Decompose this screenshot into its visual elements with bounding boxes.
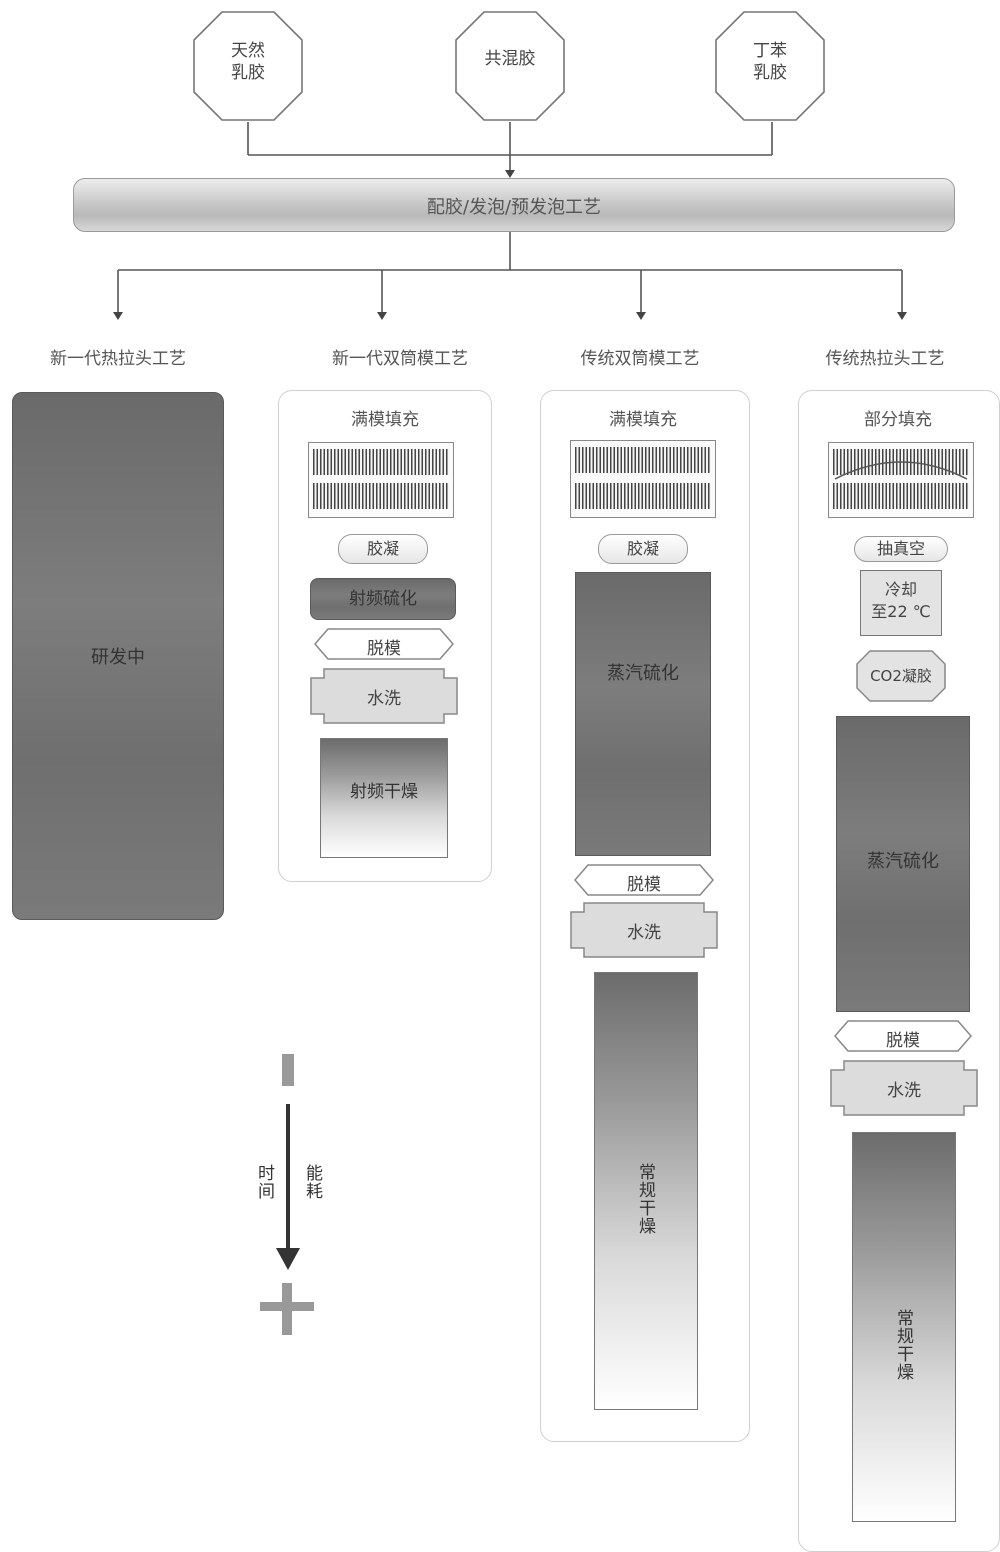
rnd-block: 研发中: [12, 392, 224, 920]
step-demold: 脱模: [834, 1020, 972, 1052]
step-wash: 水洗: [310, 668, 458, 724]
step-demold: 脱模: [314, 628, 454, 660]
fill-label: 满模填充: [609, 410, 677, 430]
source-label: 共混胶: [484, 49, 536, 69]
step-co2-gelation: CO2凝胶: [856, 650, 946, 702]
step-wash: 水洗: [830, 1060, 978, 1116]
source-natural-latex: 天然 乳胶: [192, 10, 304, 122]
direction-arrow: [276, 1104, 300, 1270]
mold-icon: [828, 442, 974, 518]
source-label: 天然 乳胶: [231, 41, 265, 83]
column-title: 新一代热拉头工艺: [50, 349, 186, 369]
minus-sign: [282, 1054, 294, 1086]
source-blended-latex: 共混胶: [454, 10, 566, 122]
process-bar: 配胶/发泡/预发泡工艺: [73, 178, 955, 232]
step-gelation: 胶凝: [598, 534, 688, 564]
step-rf-drying: 射频干燥: [320, 738, 448, 858]
column-title: 传统热拉头工艺: [825, 349, 945, 369]
axis-label-time: 时间: [254, 1164, 274, 1200]
step-vacuum: 抽真空: [854, 536, 948, 562]
step-wash: 水洗: [570, 902, 718, 958]
step-conventional-drying: 常规干燥: [594, 972, 698, 1410]
step-cooling: 冷却 至22 ℃: [860, 570, 942, 636]
step-gelation: 胶凝: [338, 534, 428, 564]
process-bar-label: 配胶/发泡/预发泡工艺: [426, 197, 602, 218]
plus-sign-v: [282, 1283, 292, 1335]
mold-icon: [308, 442, 454, 518]
source-sbr-latex: 丁苯 乳胶: [714, 10, 826, 122]
axis-label-energy: 能耗: [302, 1164, 322, 1200]
connector-lines: [113, 122, 907, 320]
step-rf-vulcanization: 射频硫化: [310, 578, 456, 620]
column-title: 新一代双筒模工艺: [332, 349, 468, 369]
fill-label: 满模填充: [351, 410, 419, 430]
mold-icon: [570, 440, 716, 518]
step-steam-vulcanization: 蒸汽硫化: [575, 572, 711, 856]
step-demold: 脱模: [574, 864, 714, 896]
fill-label: 部分填充: [864, 410, 932, 430]
step-steam-vulcanization: 蒸汽硫化: [836, 716, 970, 1012]
source-label: 丁苯 乳胶: [753, 41, 787, 83]
rnd-status: 研发中: [91, 647, 145, 668]
step-conventional-drying: 常规干燥: [852, 1132, 956, 1522]
column-title: 传统双筒模工艺: [580, 349, 700, 369]
